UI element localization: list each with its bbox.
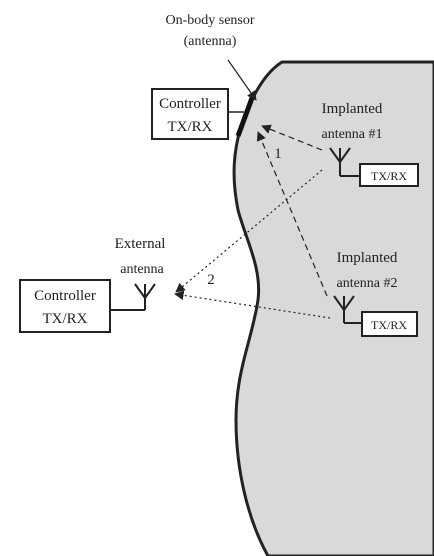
implant1-label-line2: antenna #1: [321, 127, 382, 142]
implant2-txrx-box: [361, 311, 418, 337]
implant2-antenna-icon: [333, 295, 362, 324]
path2-label: 2: [207, 272, 215, 288]
sensor-label-line1: On-body sensor: [165, 13, 254, 28]
external-label-line2: antenna: [120, 262, 164, 277]
controller-top-label-line2: TX/RX: [168, 119, 213, 135]
sensor-pointer-arrow: [227, 59, 257, 101]
path2-implant1-to-external: [175, 169, 323, 293]
path2-implant2-to-external: [174, 290, 331, 319]
controller-bottom-label-line1: Controller: [34, 288, 96, 304]
implant1-antenna-icon: [329, 147, 360, 177]
path1-label: 1: [274, 146, 282, 162]
implant2-label-line1: Implanted: [337, 250, 398, 266]
implant2-txrx-label: TX/RX: [371, 318, 407, 332]
controller-top-label-line1: Controller: [159, 96, 221, 112]
implant1-txrx-box: [359, 163, 419, 187]
implant1-label-line1: Implanted: [322, 101, 383, 117]
path1-implant1-to-sensor: [261, 124, 323, 151]
external-antenna-icon: [110, 283, 156, 311]
controller-bottom-box: [19, 279, 111, 333]
implant1-txrx-label: TX/RX: [371, 169, 407, 183]
controller-bottom-label-line2: TX/RX: [43, 311, 88, 327]
controller-top-box: [151, 88, 229, 140]
sensor-label-line2: (antenna): [184, 34, 237, 49]
external-label-line1: External: [115, 236, 166, 252]
on-body-sensor-antenna: [235, 97, 255, 137]
implant2-label-line2: antenna #2: [336, 276, 397, 291]
